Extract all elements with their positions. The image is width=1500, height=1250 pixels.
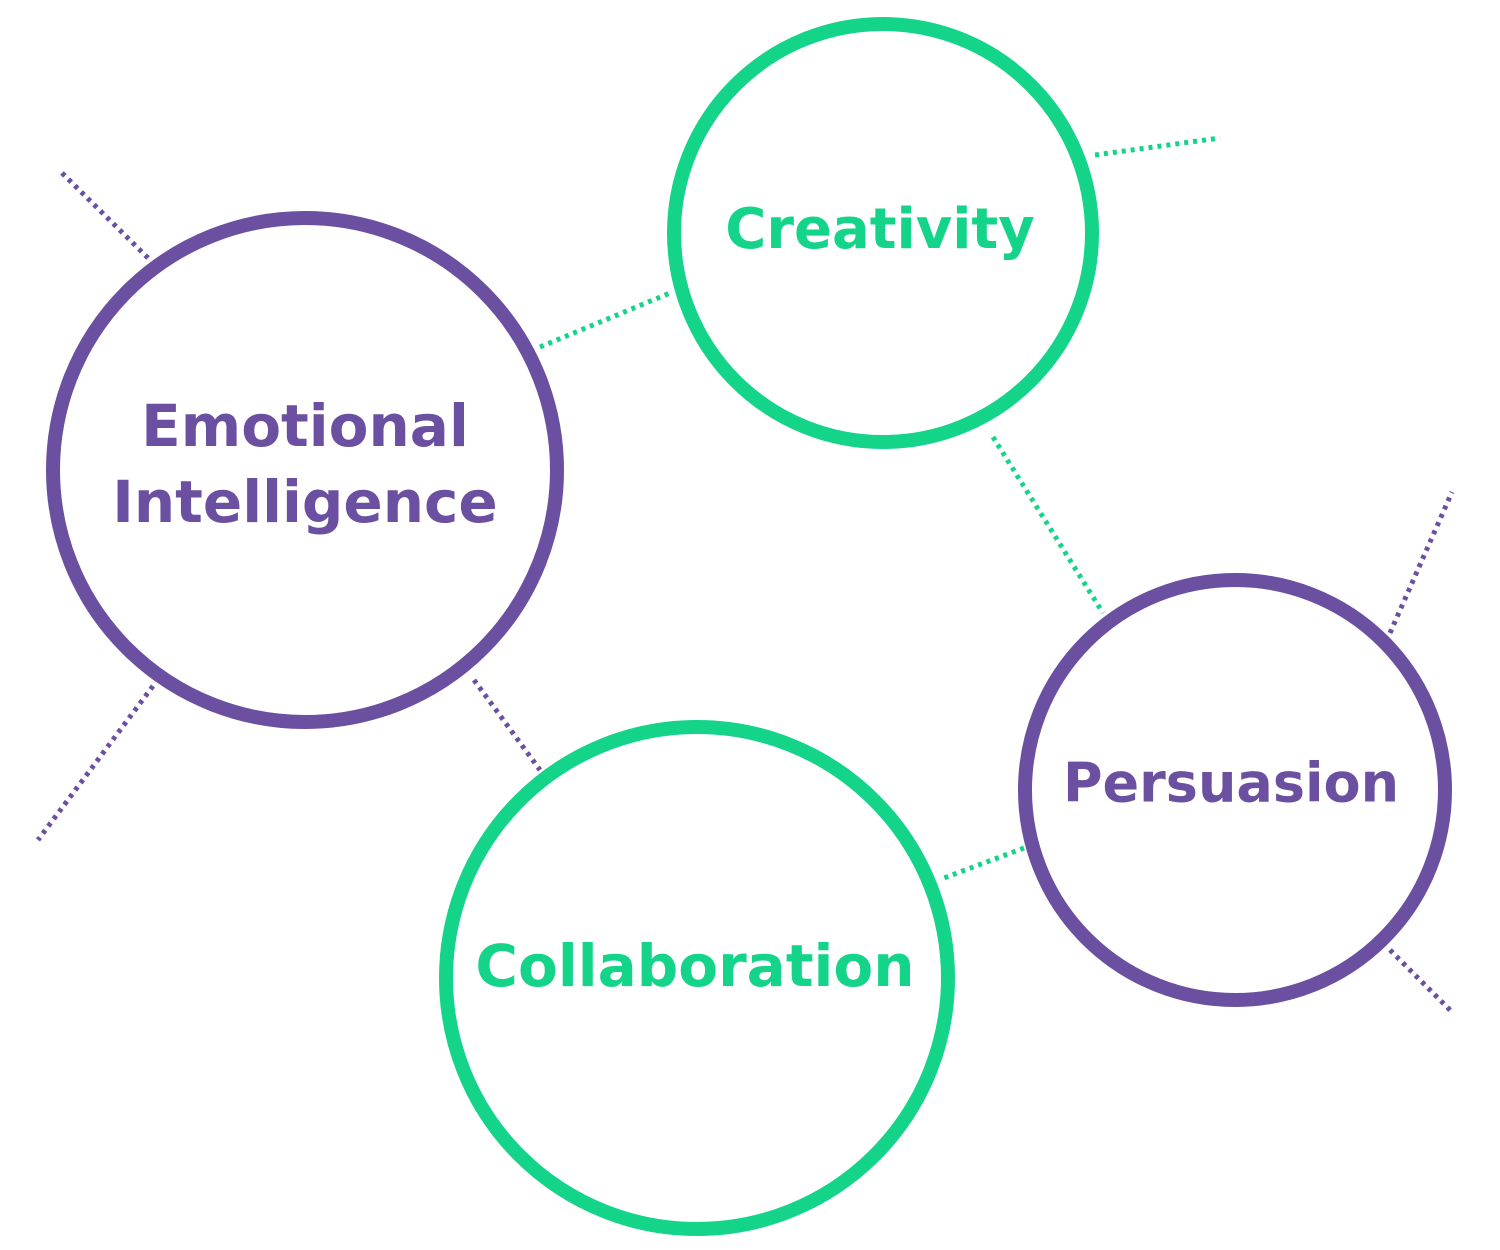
collaboration-label: Collaboration bbox=[475, 932, 914, 1000]
connector-emotional-creativity bbox=[539, 290, 671, 350]
emotional-intelligence-label-line2: Intelligence bbox=[112, 468, 497, 536]
persuasion-label: Persuasion bbox=[1063, 752, 1399, 815]
node-collaboration: Collaboration bbox=[439, 720, 955, 1236]
node-emotional-intelligence: Emotional Intelligence bbox=[46, 211, 564, 729]
decorative-line-right-lower bbox=[1388, 948, 1454, 1014]
node-persuasion: Persuasion bbox=[1018, 573, 1452, 1007]
emotional-intelligence-label-line1: Emotional bbox=[141, 392, 469, 460]
collaboration-circle bbox=[439, 720, 955, 1236]
connector-persuasion-collaboration bbox=[943, 845, 1025, 881]
decorative-line-top-left bbox=[60, 171, 150, 260]
connector-creativity-persuasion bbox=[990, 435, 1106, 615]
decorative-line-top-right bbox=[1094, 135, 1221, 158]
connector-emotional-collaboration bbox=[471, 678, 543, 772]
decorative-line-right-upper bbox=[1387, 490, 1455, 635]
creativity-label: Creativity bbox=[725, 197, 1034, 262]
creativity-circle bbox=[667, 17, 1099, 449]
emotional-intelligence-circle bbox=[46, 211, 564, 729]
persuasion-circle bbox=[1018, 573, 1452, 1007]
decorative-line-bottom-left bbox=[35, 684, 156, 842]
node-creativity: Creativity bbox=[667, 17, 1099, 449]
